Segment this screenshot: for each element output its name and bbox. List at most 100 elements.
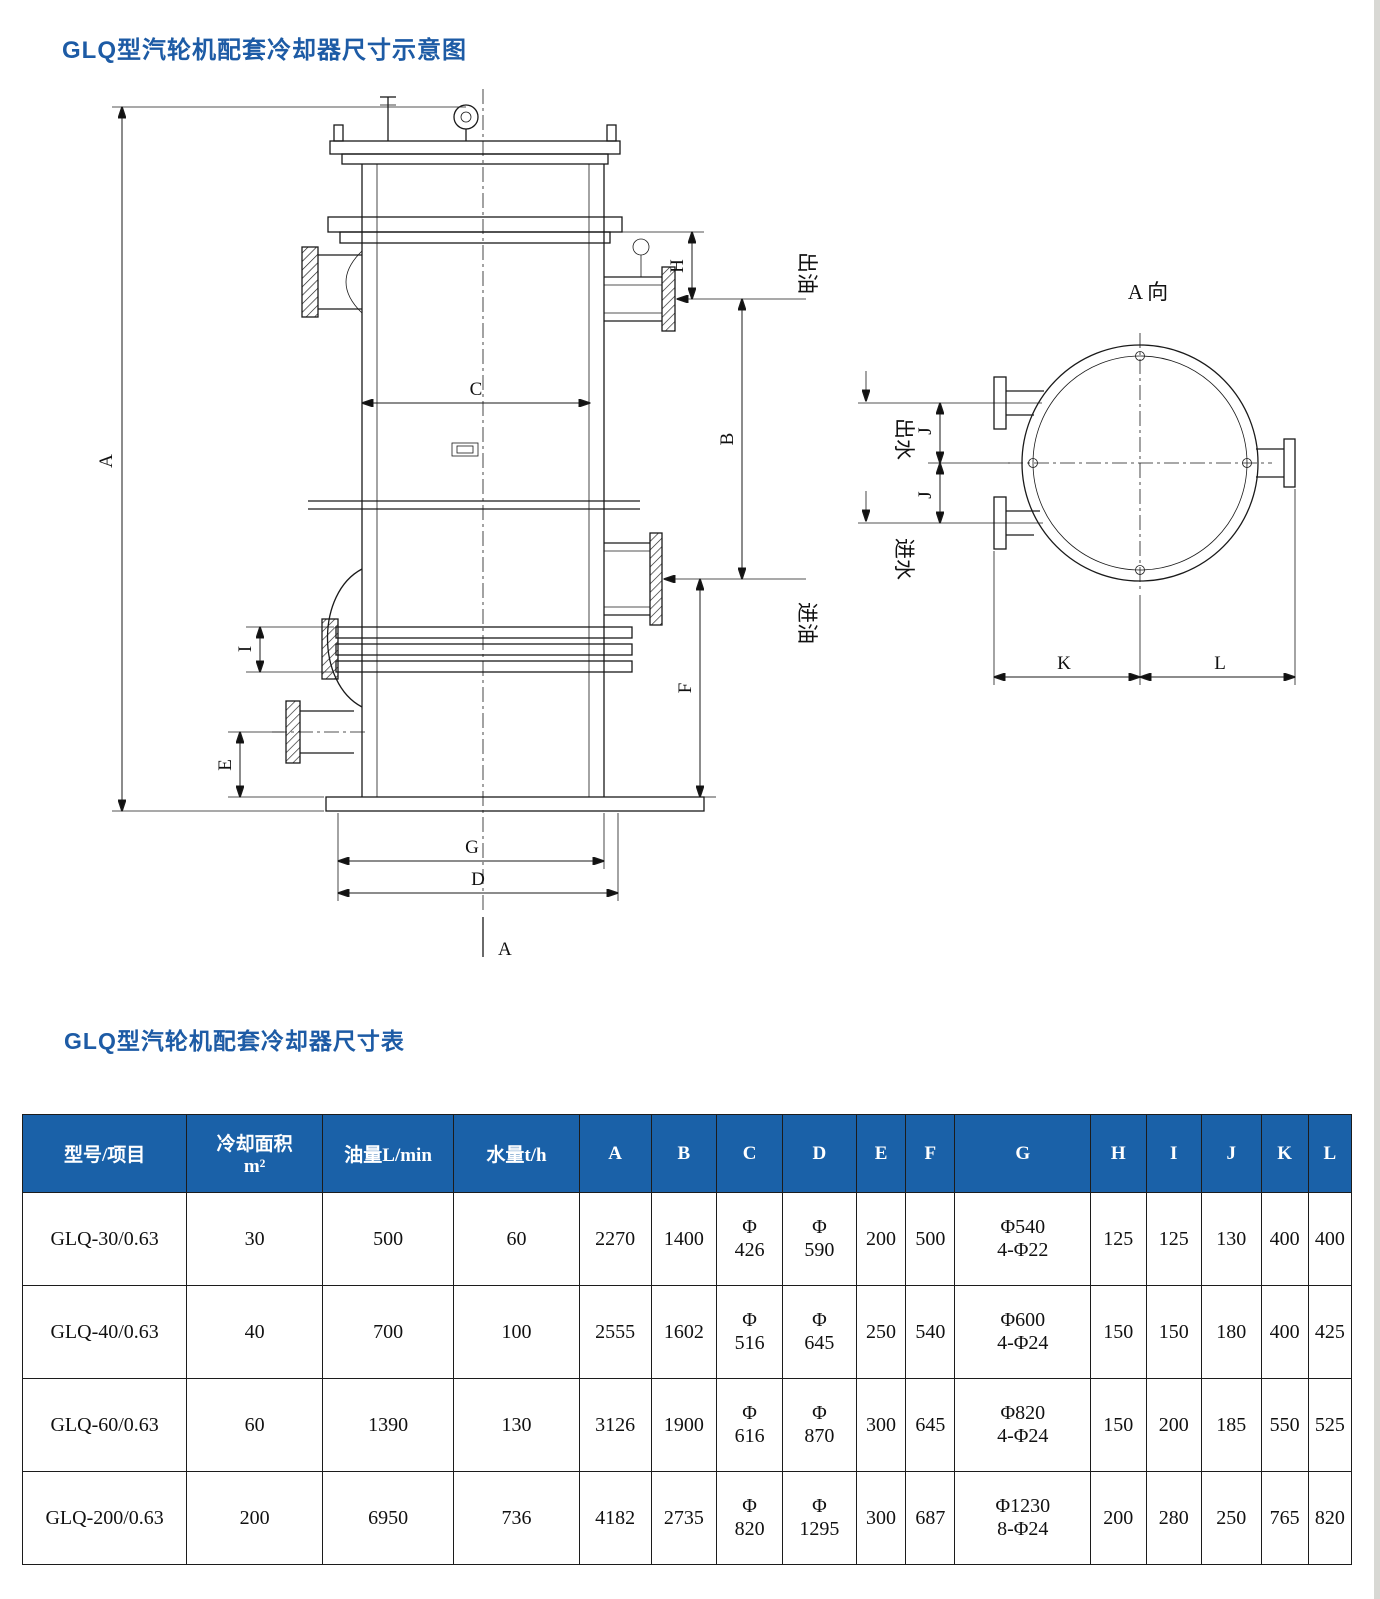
cover-bolt-right	[606, 124, 617, 142]
dim-label-j2: J	[915, 491, 936, 498]
dim-label-j1: J	[915, 427, 936, 434]
cell: 185	[1200, 1378, 1262, 1472]
header-dim-e: E	[855, 1114, 907, 1193]
cell: Φ 1295	[781, 1471, 857, 1565]
cell: 200	[855, 1192, 907, 1286]
cell: 30	[186, 1192, 323, 1286]
cell: 820	[1307, 1471, 1353, 1565]
cell: 3126	[578, 1378, 652, 1472]
upper-left-nozzle	[301, 246, 363, 318]
cell: 40	[186, 1285, 323, 1379]
oil-out-label: 出油	[795, 252, 819, 294]
drawing-area: A B C D E F G H I 出油 进油 A A 向	[0, 71, 1374, 988]
cell: 765	[1260, 1471, 1309, 1565]
cell: 6950	[321, 1471, 455, 1565]
upper-tube-sheet	[327, 216, 623, 233]
lower-dome-and-tubes	[321, 568, 633, 708]
cell: GLQ-40/0.63	[21, 1285, 188, 1379]
cell: 125	[1145, 1192, 1202, 1286]
cell: Φ 645	[781, 1285, 857, 1379]
vessel-shell	[308, 164, 705, 812]
cell: 130	[1200, 1192, 1262, 1286]
header-dim-l: L	[1307, 1114, 1353, 1193]
dim-label-h: H	[667, 259, 688, 273]
header-model: 型号/项目	[21, 1114, 188, 1193]
cell: Φ 516	[716, 1285, 783, 1379]
cell: 300	[855, 1471, 907, 1565]
top-view-dimensions	[858, 371, 1295, 685]
view-a-label: A 向	[1128, 280, 1168, 304]
header-dim-f: F	[905, 1114, 956, 1193]
cell: 180	[1200, 1285, 1262, 1379]
cell: Φ 870	[781, 1378, 857, 1472]
front-view-labels: A B C D E F G H I 出油 进油 A	[96, 252, 819, 960]
oil-in-label: 进油	[795, 602, 819, 644]
cooler-dimension-drawing: A B C D E F G H I 出油 进油 A A 向	[96, 89, 1296, 960]
bolt-hole-left	[1028, 458, 1038, 468]
middle-right-nozzle	[604, 532, 663, 626]
front-view: A B C D E F G H I 出油 进油 A	[96, 89, 819, 960]
cell: 425	[1307, 1285, 1353, 1379]
cell: 300	[855, 1378, 907, 1472]
cell: 1390	[321, 1378, 455, 1472]
table-header-row: 型号/项目 冷却面积 m² 油量L/min 水量t/h A B C D E F …	[21, 1114, 1353, 1193]
lifting-ring-icon	[453, 104, 479, 130]
water-out-label: 出水	[892, 418, 916, 460]
sight-glass-icon	[451, 442, 479, 457]
cover-bolt-left	[333, 124, 344, 142]
table-row: GLQ-60/0.63 60 1390 130 3126 1900 Φ 616 …	[21, 1378, 1353, 1472]
cell: 200	[1090, 1471, 1147, 1565]
thermometer-icon	[632, 238, 650, 256]
header-dim-a: A	[578, 1114, 652, 1193]
bolt-hole-right	[1242, 458, 1252, 468]
cell: 60	[453, 1192, 580, 1286]
cell: 150	[1090, 1285, 1147, 1379]
section-label: A	[498, 939, 512, 960]
table-title: GLQ型汽轮机配套冷却器尺寸表	[64, 1028, 405, 1054]
header-dim-b: B	[650, 1114, 718, 1193]
base-flange	[325, 796, 705, 812]
dim-label-i: I	[235, 646, 256, 652]
cell: Φ 616	[716, 1378, 783, 1472]
cell: 130	[453, 1378, 580, 1472]
header-dim-k: K	[1260, 1114, 1309, 1193]
cell: 200	[186, 1471, 323, 1565]
cell: GLQ-60/0.63	[21, 1378, 188, 1472]
cell: GLQ-30/0.63	[21, 1192, 188, 1286]
dim-label-d: D	[471, 869, 485, 890]
cell: Φ600 4-Φ24	[954, 1285, 1092, 1379]
header-dim-i: I	[1145, 1114, 1202, 1193]
water-in-label: 进水	[892, 538, 916, 580]
cell: 150	[1090, 1378, 1147, 1472]
diagram-title: GLQ型汽轮机配套冷却器尺寸示意图	[62, 37, 467, 64]
dimension-table: 型号/项目 冷却面积 m² 油量L/min 水量t/h A B C D E F …	[21, 1114, 1353, 1565]
cell: 1400	[650, 1192, 718, 1286]
cell: 280	[1145, 1471, 1202, 1565]
top-cover-assembly	[329, 96, 621, 165]
cell: GLQ-200/0.63	[21, 1471, 188, 1565]
cell: 2270	[578, 1192, 652, 1286]
dim-label-k: K	[1057, 653, 1071, 674]
dim-label-f: F	[675, 683, 696, 694]
cell: 200	[1145, 1378, 1202, 1472]
cell: 687	[905, 1471, 956, 1565]
cell: 645	[905, 1378, 956, 1472]
header-dim-g: G	[954, 1114, 1092, 1193]
dim-label-e: E	[215, 759, 236, 771]
oil-outlet-nozzle	[604, 238, 676, 332]
cell: 100	[453, 1285, 580, 1379]
cell: 400	[1307, 1192, 1353, 1286]
dim-label-l: L	[1214, 653, 1226, 674]
cell: 525	[1307, 1378, 1353, 1472]
header-cooling-area: 冷却面积 m²	[186, 1114, 323, 1193]
cell: Φ 426	[716, 1192, 783, 1286]
cell: 125	[1090, 1192, 1147, 1286]
header-dim-h: H	[1090, 1114, 1147, 1193]
table-row: GLQ-200/0.63 200 6950 736 4182 2735 Φ 82…	[21, 1471, 1353, 1565]
right-nozzle	[1256, 438, 1296, 488]
header-dim-j: J	[1200, 1114, 1262, 1193]
cell: 250	[855, 1285, 907, 1379]
cell: 150	[1145, 1285, 1202, 1379]
header-water-flow: 水量t/h	[453, 1114, 580, 1193]
